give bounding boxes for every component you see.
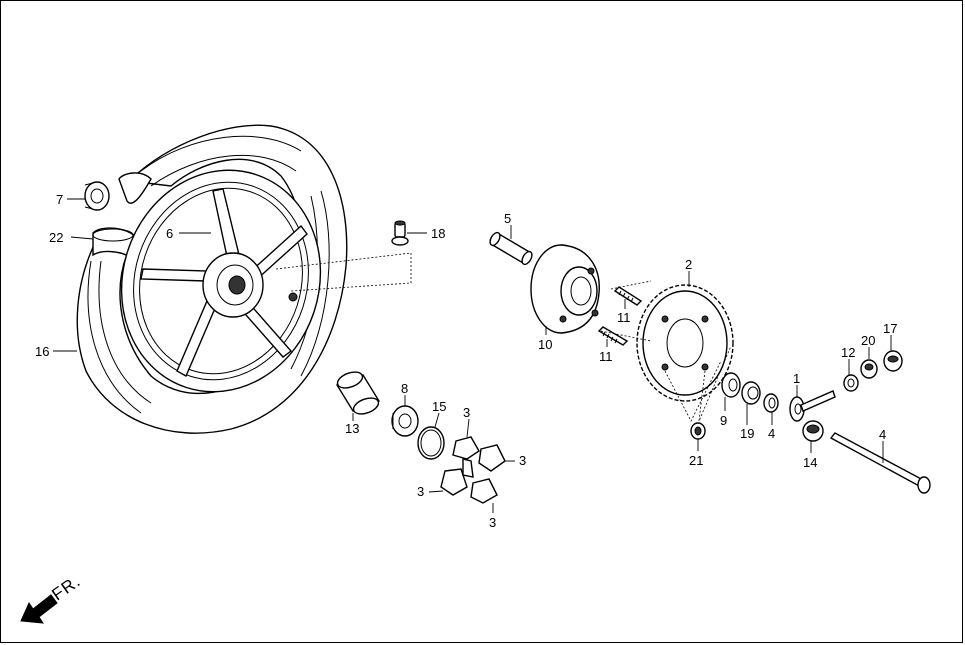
front-direction-indicator: FR. xyxy=(20,571,84,624)
washer-part-12 xyxy=(843,374,859,392)
stud-bolt-part-11-upper xyxy=(613,286,643,306)
callout-22: 22 xyxy=(49,230,63,245)
oil-seal-part-19 xyxy=(741,381,761,405)
callout-20: 20 xyxy=(861,333,875,348)
callout-19: 19 xyxy=(740,426,754,441)
callout-1: 1 xyxy=(793,371,800,386)
callout-8-lower: 8 xyxy=(401,381,408,396)
nut-part-17 xyxy=(883,350,903,372)
callout-2: 2 xyxy=(685,257,692,272)
callout-13: 13 xyxy=(345,421,359,436)
rim-part-7 xyxy=(120,169,322,393)
callout-21: 21 xyxy=(689,453,703,468)
front-arrow-icon xyxy=(20,594,58,624)
sprocket-hub-part-10 xyxy=(530,244,600,334)
callout-11-upper: 11 xyxy=(617,310,631,325)
assembly-lines xyxy=(275,252,732,422)
callout-18: 18 xyxy=(431,226,445,241)
callout-10: 10 xyxy=(538,337,552,352)
callout-9: 9 xyxy=(720,413,727,428)
callout-7: 6 xyxy=(166,226,173,241)
valve-part-18 xyxy=(391,220,409,246)
callout-3-top: 3 xyxy=(463,405,470,420)
callout-14: 14 xyxy=(803,455,817,470)
callout-16: 16 xyxy=(35,344,49,359)
callout-3-right: 3 xyxy=(519,453,526,468)
axle-part-4 xyxy=(829,432,931,494)
callout-3-left: 3 xyxy=(417,484,424,499)
nut-part-20 xyxy=(860,359,878,379)
collar-part-6 xyxy=(763,393,779,413)
collar-part-5 xyxy=(489,231,533,266)
callout-15: 15 xyxy=(432,399,446,414)
leader-lines xyxy=(53,198,892,513)
callout-8-upper: 7 xyxy=(56,192,63,207)
bearing-part-9 xyxy=(721,372,741,398)
damper-rubbers-part-3 xyxy=(440,436,506,504)
chain-adjuster-part-1 xyxy=(789,390,836,422)
callout-labels: 7 22 16 6 18 13 8 15 3 3 3 3 5 10 11 11 … xyxy=(35,192,897,530)
callout-17: 17 xyxy=(883,321,897,336)
stud-bolt-part-11-lower xyxy=(597,326,629,346)
axle-nut-part-14 xyxy=(802,420,824,442)
callout-11-lower: 11 xyxy=(599,349,613,364)
bearing-part-8-lower xyxy=(391,405,419,437)
spacer-part-13 xyxy=(335,371,381,415)
callout-6: 4 xyxy=(768,426,775,441)
nut-part-21 xyxy=(690,422,706,440)
sprocket-part-2 xyxy=(636,284,734,402)
oring-part-15 xyxy=(417,426,445,460)
callout-4: 4 xyxy=(879,427,886,442)
callout-12: 12 xyxy=(841,345,855,360)
callout-5: 5 xyxy=(504,211,511,226)
callout-3-bottom: 3 xyxy=(489,515,496,530)
bearing-part-8-upper xyxy=(84,181,110,211)
